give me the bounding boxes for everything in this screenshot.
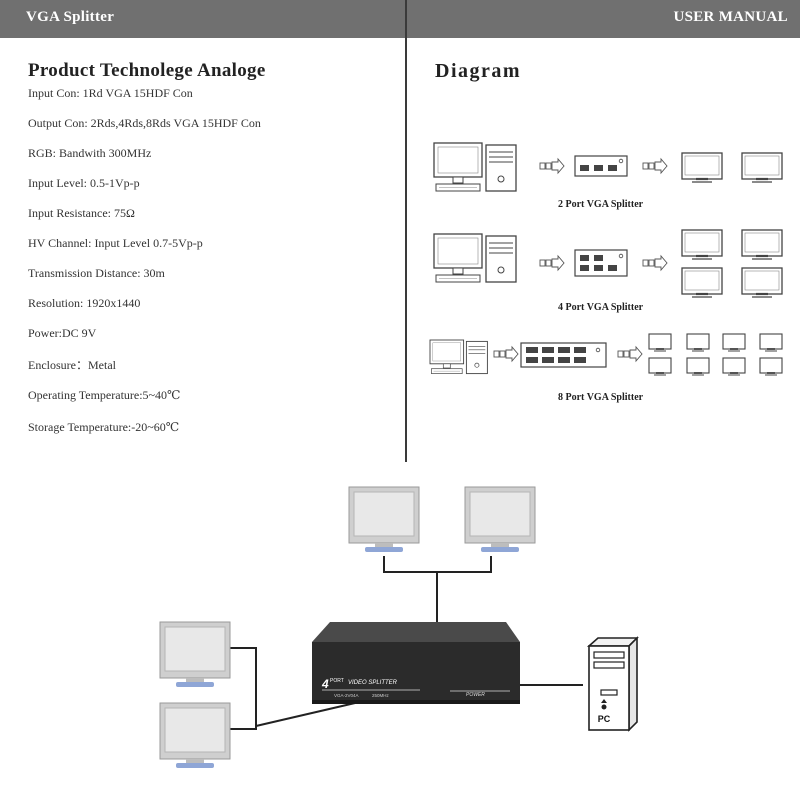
caption-8-port: 8 Port VGA Splitter [558,392,644,403]
arrow-right-icon [642,255,668,271]
diagram-row-2-port [433,142,784,192]
vga-splitter-icon [520,342,607,368]
diagram-row-4-port [433,228,784,299]
computer-tower-icon [429,339,488,375]
monitor-icon [740,228,784,261]
monitor-icon [464,486,536,553]
monitor-icon [648,357,672,376]
computer-tower-icon [433,233,517,283]
monitor-icon [759,357,783,376]
pc-label: PC [598,714,611,724]
device-port-number: 4 [321,677,329,691]
device-name: VIDEO SPLITTER [348,680,398,686]
spec-item: HV Channel: Input Level 0.7-5Vp-p [28,236,203,250]
spec-item: Power:DC 9V [28,326,97,340]
arrow-right-icon [617,346,643,362]
spec-item: Resolution: 1920x1440 [28,296,141,310]
device-power-label: POWER [466,692,485,698]
computer-tower-icon [433,142,517,192]
header-title: VGA Splitter [26,9,115,25]
caption-4-port: 4 Port VGA Splitter [558,302,644,313]
caption-2-port: 2 Port VGA Splitter [558,199,644,210]
column-divider [405,0,407,462]
device-model-left: VGA-2V04A [334,693,359,698]
connection-scene: 4 PORT VIDEO SPLITTER VGA-2V04A 250MHz P… [159,486,639,769]
monitor-icon [722,357,746,376]
spec-item: Input Level: 0.5-1Vp-p [28,176,140,190]
monitor-icon [686,333,710,352]
monitor-icon [348,486,420,553]
monitor-icon [740,151,784,184]
spec-item: Output Con: 2Rds,4Rds,8Rds VGA 15HDF Con [28,116,261,130]
monitor-icon [680,228,724,261]
spec-item: Enclosure：Metal [28,358,116,372]
monitor-icon [759,333,783,352]
spec-item: Operating Temperature:5~40℃ [28,388,181,402]
header-bar: VGA Splitter USER MANUAL [0,0,800,38]
monitor-icon [722,333,746,352]
diagram-title: Diagram [435,60,522,82]
arrow-right-icon [539,158,565,174]
monitor-icon [740,266,784,299]
spec-item: Storage Temperature:-20~60℃ [28,420,180,434]
monitor-icon [686,357,710,376]
spec-item: Input Resistance: 75Ω [28,206,135,220]
arrow-right-icon [642,158,668,174]
spec-item: Transmission Distance: 30m [28,266,165,280]
device-model-right: 250MHz [372,693,390,698]
vga-splitter-device: 4 PORT VIDEO SPLITTER VGA-2V04A 250MHz P… [312,622,520,704]
device-port-word: PORT [330,678,344,684]
monitor-icon [159,702,231,769]
monitor-icon [680,266,724,299]
monitor-icon [159,621,231,688]
spec-item: RGB: Bandwith 300MHz [28,146,152,160]
vga-splitter-icon [574,249,628,277]
monitor-icon [648,333,672,352]
arrow-right-icon [539,255,565,271]
spec-item: Input Con: 1Rd VGA 15HDF Con [28,86,193,100]
diagram-row-8-port [429,333,783,376]
monitor-icon [680,151,724,184]
arrow-right-icon [493,346,519,362]
specs-title: Product Technolege Analoge [28,60,266,81]
computer-tower-icon: PC [586,636,639,732]
vga-splitter-icon [574,155,628,177]
header-manual-label: USER MANUAL [673,9,788,25]
